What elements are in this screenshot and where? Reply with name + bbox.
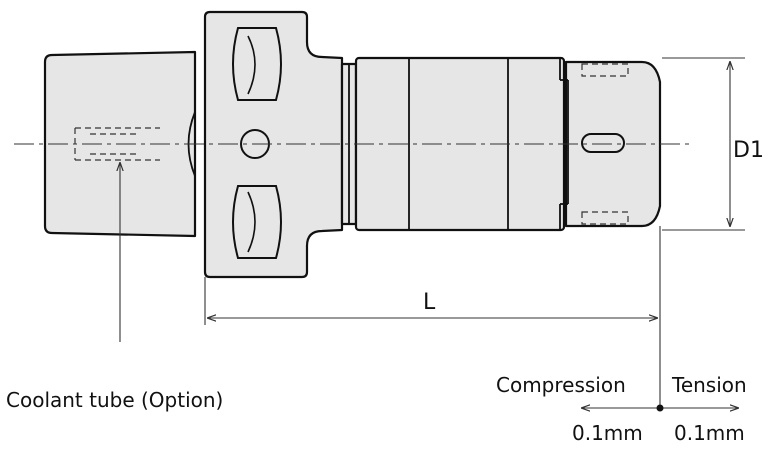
drive-slot-top (232, 27, 282, 101)
stroke-origin-dot (656, 404, 664, 412)
collet-slot (581, 133, 625, 153)
compression-value: 0.1mm (572, 421, 643, 445)
l-dimension (204, 226, 661, 408)
drive-slot-bottom-inner (247, 191, 256, 253)
l-label: L (423, 290, 436, 315)
coolant-label: Coolant tube (Option) (6, 388, 223, 412)
drive-slots (232, 27, 282, 259)
tension-value: 0.1mm (674, 421, 745, 445)
drive-slot-top-inner (247, 35, 256, 95)
tension-label: Tension (671, 373, 747, 397)
d1-dimension (662, 57, 745, 231)
drive-slot-bottom (232, 185, 282, 259)
compression-label: Compression (496, 373, 626, 397)
d1-label: D1 (733, 138, 764, 163)
